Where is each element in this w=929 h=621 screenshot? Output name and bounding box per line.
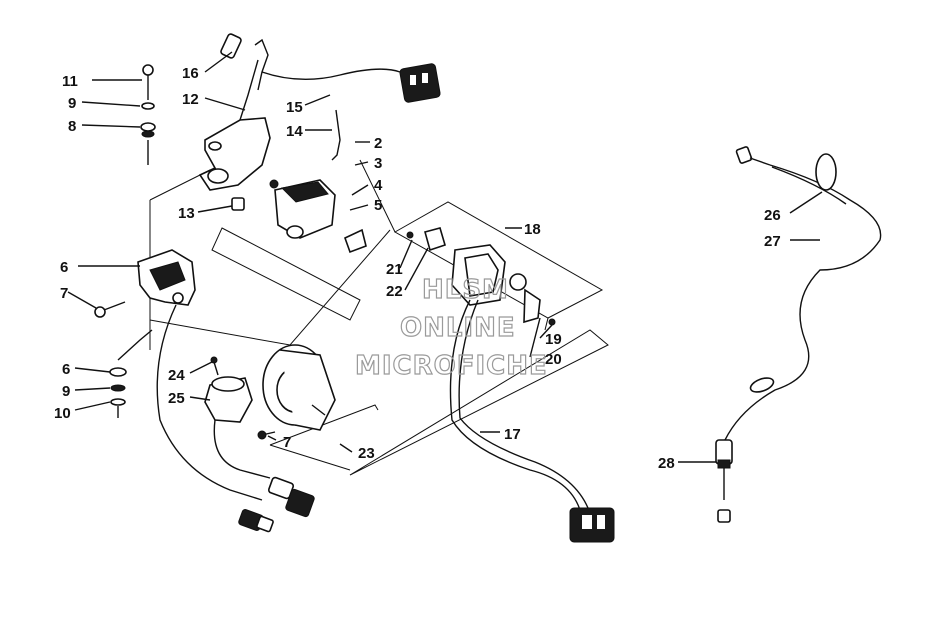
callout-3: 3: [374, 155, 382, 172]
callout-14: 14: [286, 123, 303, 140]
callout-6-top: 6: [60, 259, 68, 276]
callout-27: 27: [764, 233, 781, 250]
callout-26: 26: [764, 207, 781, 224]
callout-22: 22: [386, 283, 403, 300]
connector-pair: [238, 476, 315, 533]
bracket-12: [198, 59, 271, 191]
screw-7: [94, 301, 126, 318]
switch-25: [204, 376, 271, 479]
callout-8-top: 8: [68, 118, 76, 135]
callout-6-bottom: 6: [62, 361, 70, 378]
callout-labels: 11 9 8 16 12 15 14 13 2 3 4 5 6 7 6 9 10…: [54, 65, 781, 472]
leader-lines: [67, 51, 823, 463]
callout-20: 20: [545, 351, 562, 368]
watermark-line-1: HLSM: [422, 275, 509, 305]
connector-16: [220, 33, 401, 91]
bolt-stack-top: [140, 64, 156, 165]
module-18: [451, 244, 541, 324]
bolt-stack-bottom: [109, 329, 153, 418]
watermark: HLSM ONLINE MICROFICHE: [354, 274, 548, 381]
callout-19: 19: [545, 331, 562, 348]
callout-10: 10: [54, 405, 71, 422]
callout-18: 18: [524, 221, 541, 238]
housing-23: [257, 344, 336, 440]
callout-15: 15: [286, 99, 303, 116]
bracket-6: [137, 249, 196, 306]
callout-13: 13: [178, 205, 195, 222]
callout-16: 16: [182, 65, 199, 82]
callout-25: 25: [168, 390, 185, 407]
plug-15: [399, 63, 441, 103]
callout-9-bottom: 9: [62, 383, 70, 400]
callout-9-top: 9: [68, 95, 76, 112]
callout-7-bottom: 7: [283, 434, 291, 451]
callout-23: 23: [358, 445, 375, 462]
callout-12: 12: [182, 91, 199, 108]
callout-2: 2: [374, 135, 382, 152]
watermark-line-3: MICROFICHE: [355, 351, 548, 381]
callout-28: 28: [658, 455, 675, 472]
plug-17: [569, 507, 615, 543]
callout-4: 4: [374, 177, 383, 194]
callout-7-left: 7: [60, 285, 68, 302]
cable-assembly: [715, 146, 882, 523]
callout-24: 24: [168, 367, 185, 384]
callout-11: 11: [62, 73, 78, 90]
watermark-line-2: ONLINE: [400, 313, 516, 343]
callout-21: 21: [386, 261, 403, 278]
callout-17: 17: [504, 426, 521, 443]
parts: [94, 33, 882, 543]
callout-5: 5: [374, 197, 382, 214]
switch-assembly: [269, 179, 367, 254]
